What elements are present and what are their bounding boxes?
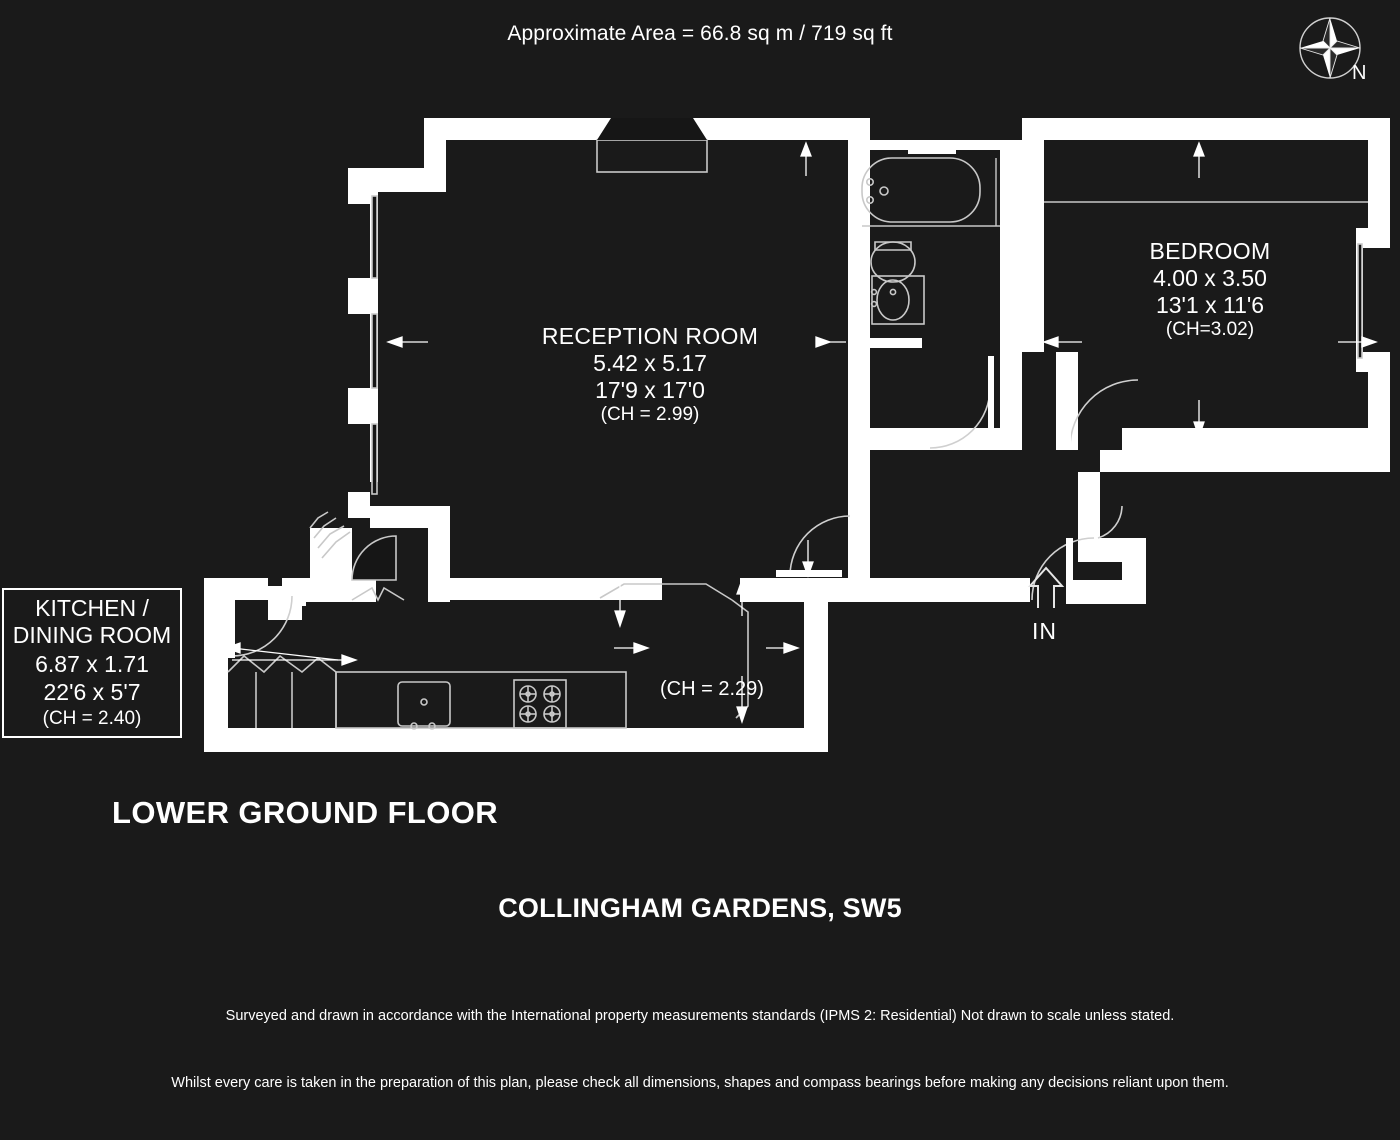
compass-rose-icon	[1299, 17, 1361, 79]
disclaimer-line-1: Surveyed and drawn in accordance with th…	[225, 1007, 1175, 1024]
floorplan-drawing	[204, 118, 1390, 752]
property-title: COLLINGHAM GARDENS, SW5	[498, 893, 902, 923]
door-kitchen	[228, 595, 293, 658]
kitchen-imperial: 22'6 x 5'7	[43, 678, 141, 705]
dim-bedroom	[1042, 141, 1378, 440]
entrance-in-arrow	[1027, 566, 1065, 608]
reception-room-name: RECEPTION ROOM	[541, 323, 759, 349]
floor-title: LOWER GROUND FLOOR	[112, 795, 499, 830]
dimension-arrows-layer	[224, 141, 1378, 725]
kitchen-name-line2: DINING ROOM	[12, 622, 172, 649]
dim-kitchen-width	[224, 642, 358, 666]
arch-detail	[309, 511, 405, 602]
toilet-icon	[870, 241, 916, 283]
reception-room-metric: 5.42 x 5.17	[593, 350, 707, 377]
kitchen-worktop	[335, 671, 627, 729]
cooker-hob-icon	[513, 679, 567, 729]
disclaimer-block: Surveyed and drawn in accordance with th…	[0, 960, 1400, 1140]
disclaimer-line-2: Whilst every care is taken in the prepar…	[171, 1075, 1229, 1092]
door-entrance	[1031, 537, 1095, 602]
compass-north-label: N	[1352, 62, 1367, 84]
door-bedroom	[1064, 352, 1139, 449]
door-bathroom	[929, 356, 994, 449]
kitchen-name-line1: KITCHEN /	[35, 594, 149, 621]
door-cupboard	[1097, 505, 1123, 539]
bedroom-metric: 4.00 x 3.50	[1153, 265, 1267, 292]
kitchen-ceiling-height: (CH = 2.40)	[42, 707, 142, 729]
bathtub-icon	[861, 157, 1000, 227]
room-label-kitchen-dining: KITCHEN / DINING ROOM 6.87 x 1.71 22'6 x…	[2, 588, 182, 738]
dim-hall	[614, 578, 800, 725]
up-arrow-icon	[1027, 566, 1065, 608]
dim-reception-door	[802, 540, 814, 578]
room-label-bedroom: BEDROOM 4.00 x 3.50 13'1 x 11'6 (CH=3.02…	[1110, 238, 1310, 342]
reception-windows	[371, 195, 378, 495]
walls-layer	[204, 118, 1390, 752]
fireplace-icon	[596, 118, 708, 173]
kitchen-sink-icon	[397, 681, 451, 730]
door-reception	[776, 515, 851, 577]
reception-room-imperial: 17'9 x 17'0	[595, 377, 705, 404]
approximate-area-text: Approximate Area = 66.8 sq m / 719 sq ft	[507, 22, 893, 45]
bedroom-imperial: 13'1 x 11'6	[1155, 292, 1265, 319]
bedroom-ceiling-height: (CH=3.02)	[1165, 319, 1255, 341]
floorplan-page: Approximate Area = 66.8 sq m / 719 sq ft…	[2, 8, 1390, 1091]
bedroom-name: BEDROOM	[1149, 238, 1271, 264]
compass-rose: N	[1290, 8, 1390, 98]
kitchen-units	[227, 654, 337, 728]
entrance-in-label: IN	[1032, 618, 1057, 644]
fixtures-layer	[227, 118, 1368, 730]
dim-reception-width	[386, 336, 846, 348]
dim-reception-height	[800, 141, 812, 176]
reception-room-ceiling-height: (CH = 2.99)	[600, 404, 700, 426]
washbasin-icon	[870, 275, 925, 325]
kitchen-metric: 6.87 x 1.71	[35, 650, 149, 677]
hall-ceiling-height: (CH = 2.29)	[660, 678, 764, 700]
room-label-reception: RECEPTION ROOM 5.42 x 5.17 17'9 x 17'0 (…	[520, 323, 780, 427]
